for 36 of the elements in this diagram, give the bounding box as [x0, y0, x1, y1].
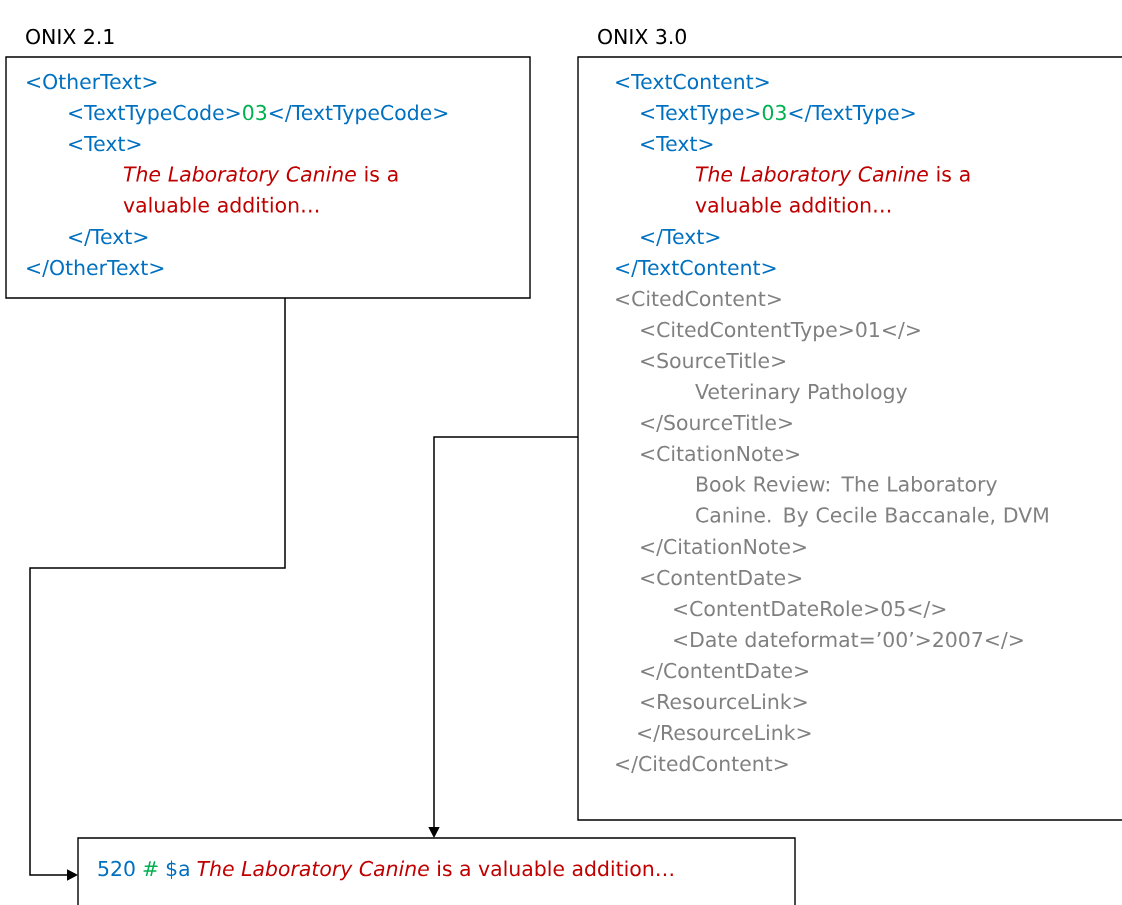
code-line: <TextType> 03 </TextType> — [641, 104, 915, 125]
box-heading: ONIX 3.0 — [598, 28, 686, 45]
code-line: <CitedContent> — [616, 290, 781, 307]
code-line: Book Review: The Laboratory Canine. By Cecile Baccanale, DVM — [696, 476, 1048, 527]
code-line: The Laboratory Canine is a valuable addition… — [695, 166, 970, 213]
code-line: <ContentDateRole>05</> — [674, 600, 946, 618]
connector-arrow — [428, 436, 579, 838]
code-line: 520 # $a The Laboratory Canine is a valuable addition… — [98, 860, 673, 881]
code-line: <ContentDate> — [641, 569, 802, 586]
code-line: The Laboratory Canine is a valuable addition… — [123, 166, 398, 213]
code-line: </OtherText> — [27, 259, 164, 277]
code-line: <Date dateformat=’00’>2007</> — [674, 631, 1023, 649]
code-line: <TextContent> — [616, 73, 769, 90]
node-label: $a — [166, 860, 189, 879]
code-line: </Text> — [641, 229, 720, 246]
code-line: <ResourceLink> — [641, 693, 807, 710]
code-line: <TextTypeCode> 03 </TextTypeCode> — [69, 104, 448, 125]
node-label: # — [143, 861, 158, 876]
code-line: </CitationNote> — [641, 538, 806, 556]
code-line: <OtherText> — [27, 73, 157, 90]
code-line: <Text> — [69, 136, 141, 152]
code-line: <SourceTitle> — [641, 352, 785, 369]
code-line: </CitedContent> — [616, 755, 788, 773]
code-line: <Text> — [641, 136, 713, 152]
code-line: <CitedContentType>01</> — [641, 321, 920, 342]
code-line: Veterinary Pathology — [695, 383, 908, 404]
code-line: </TextContent> — [616, 259, 776, 277]
node-label: The Laboratory Canine is a valuable addition… — [197, 860, 673, 881]
connector-arrow — [29, 297, 286, 881]
node-label: 520 — [98, 860, 135, 877]
code-line: </SourceTitle> — [641, 414, 792, 432]
code-line: <CitationNote> — [641, 445, 799, 462]
code-line: </ResourceLink> — [638, 724, 811, 742]
box-heading: ONIX 2.1 — [26, 28, 114, 45]
code-line: </Text> — [69, 229, 148, 246]
code-line: </ContentDate> — [641, 662, 808, 680]
